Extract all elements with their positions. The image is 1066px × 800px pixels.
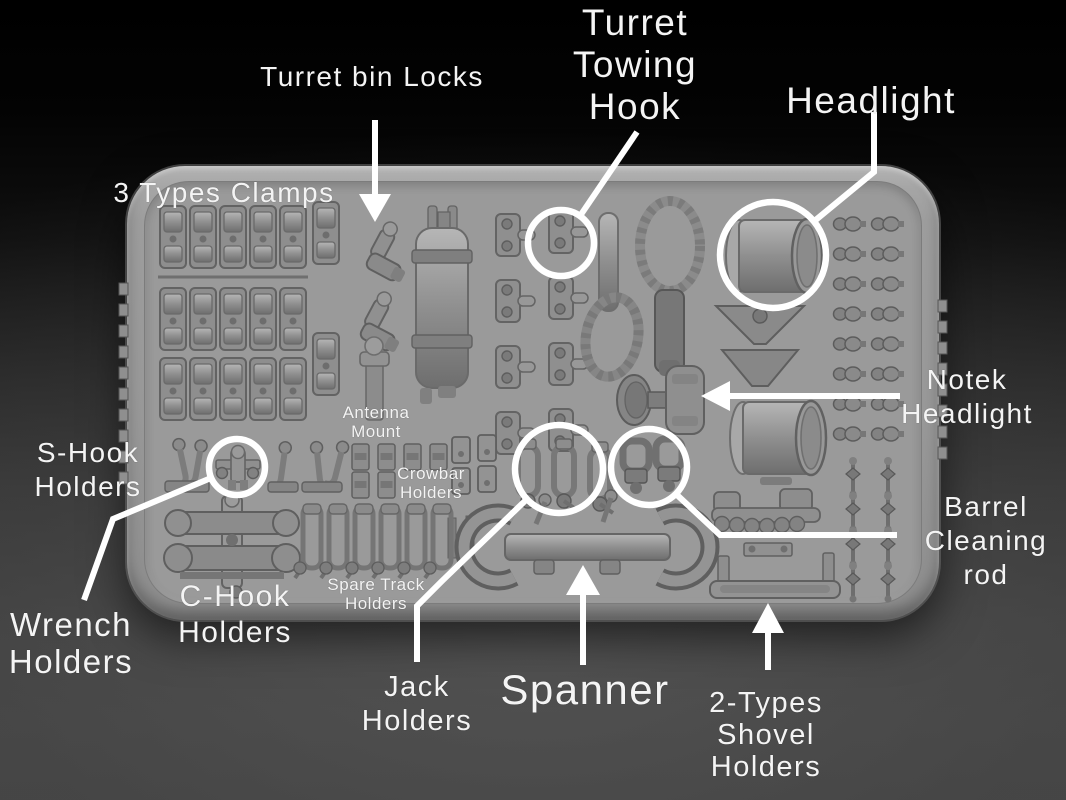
label-wrench-holders: Wrench Holders [8,606,134,680]
spare-track-holders-parts [294,504,451,578]
label-3-types-clamps: 3 Types Clamps [113,177,335,208]
line-barrel-cleaning-rod [673,491,897,538]
mount-brackets [713,305,807,387]
highlight-circle-wrench-holder [205,435,269,499]
towing-hook-brackets [495,210,589,455]
label-headlight: Headlight [786,80,956,121]
spanner-tool [454,489,720,591]
highlight-circle-headlight [716,198,830,312]
wrench-holder-part [215,444,261,490]
highlight-circle-jack-holders [511,421,607,517]
notek-headlight-part [616,365,705,435]
label-notek-headlight: Notek Headlight [901,364,1033,429]
t-pins [844,455,897,605]
label-c-hook-holders: C-Hook Holders [178,580,292,649]
antenna-mount-part [359,336,390,421]
highlight-circles [205,198,830,517]
tray-edge-tabs-left [118,282,129,485]
shovel-holder-brackets [709,488,841,599]
label-antenna-mount: Antenna Mount [342,403,410,441]
headlight-drums [724,217,828,485]
barrel-rod-clamps [623,439,682,494]
cylinder-part [411,205,473,404]
label-jack-holders: Jack Holders [361,671,473,737]
label-s-hook-holders: S-Hook Holders [34,437,142,502]
clamps-grid [158,201,340,421]
tray-edge-tabs-right [937,299,948,460]
label-barrel-cleaning-rod: Barrel Cleaning rod [924,491,1048,590]
c-hook-assembly [163,492,301,599]
tow-cable-ends [580,196,705,382]
label-crowbar-holders: Crowbar Holders [397,464,465,502]
label-turret-bin-locks: Turret bin Locks [260,61,484,92]
label-turret-towing-hook: Turret Towing Hook [572,2,698,127]
arrowhead-notek-headlight [701,381,730,411]
annotation-lines [81,112,900,670]
highlight-circle-turret-towing-hook [524,206,598,280]
line-jack-holders [414,496,530,662]
label-spare-track-holders: Spare Track Holders [327,575,425,613]
arrowhead-shovel-holders [752,603,784,633]
arrowhead-turret-bin-locks [359,194,391,222]
line-wrench-holders [81,475,213,602]
arrowhead-spanner [566,565,600,595]
annotation-arrowheads [359,194,784,633]
line-headlight [810,112,877,226]
turret-bin-locks-parts [355,218,425,356]
highlight-circle-barrel-rod-clamps [607,425,691,509]
label-shovel-holders: 2-Types Shovel Holders [709,687,823,783]
line-turret-towing-hook [577,130,640,218]
label-spanner: Spanner [500,666,670,713]
